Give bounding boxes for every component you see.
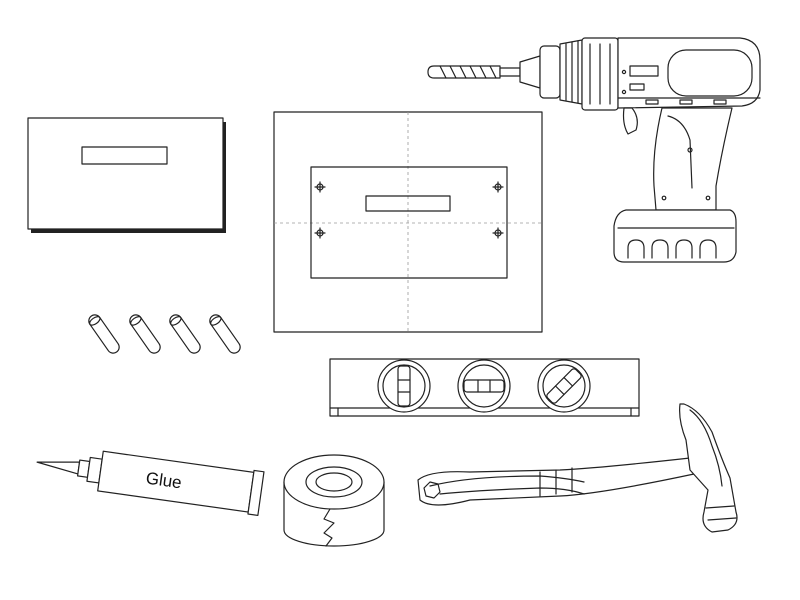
spirit-level-icon (329, 358, 640, 417)
tape-roll-icon (283, 454, 385, 547)
wall-anchor-icon (129, 314, 161, 354)
wall-anchor-icon (169, 314, 201, 354)
level-vial-icon (537, 359, 591, 413)
screw-mark-icon (492, 227, 504, 239)
drill-icon (427, 37, 761, 263)
screw-mark-icon (314, 181, 326, 193)
wall-anchor-icon (209, 314, 241, 354)
hammer-icon (417, 403, 738, 533)
drill-bit-icon (427, 65, 521, 79)
level-vial-icon (377, 359, 431, 413)
wall-anchors-icon (88, 314, 241, 354)
mounting-template-icon (273, 111, 543, 333)
glue-tube-icon: Glue (36, 450, 265, 516)
glue-label: Glue (145, 469, 183, 493)
screw-mark-icon (314, 227, 326, 239)
mounting-plate-icon (27, 117, 226, 233)
wall-anchor-icon (88, 314, 120, 354)
screw-mark-icon (492, 181, 504, 193)
level-vial-icon (457, 359, 511, 413)
